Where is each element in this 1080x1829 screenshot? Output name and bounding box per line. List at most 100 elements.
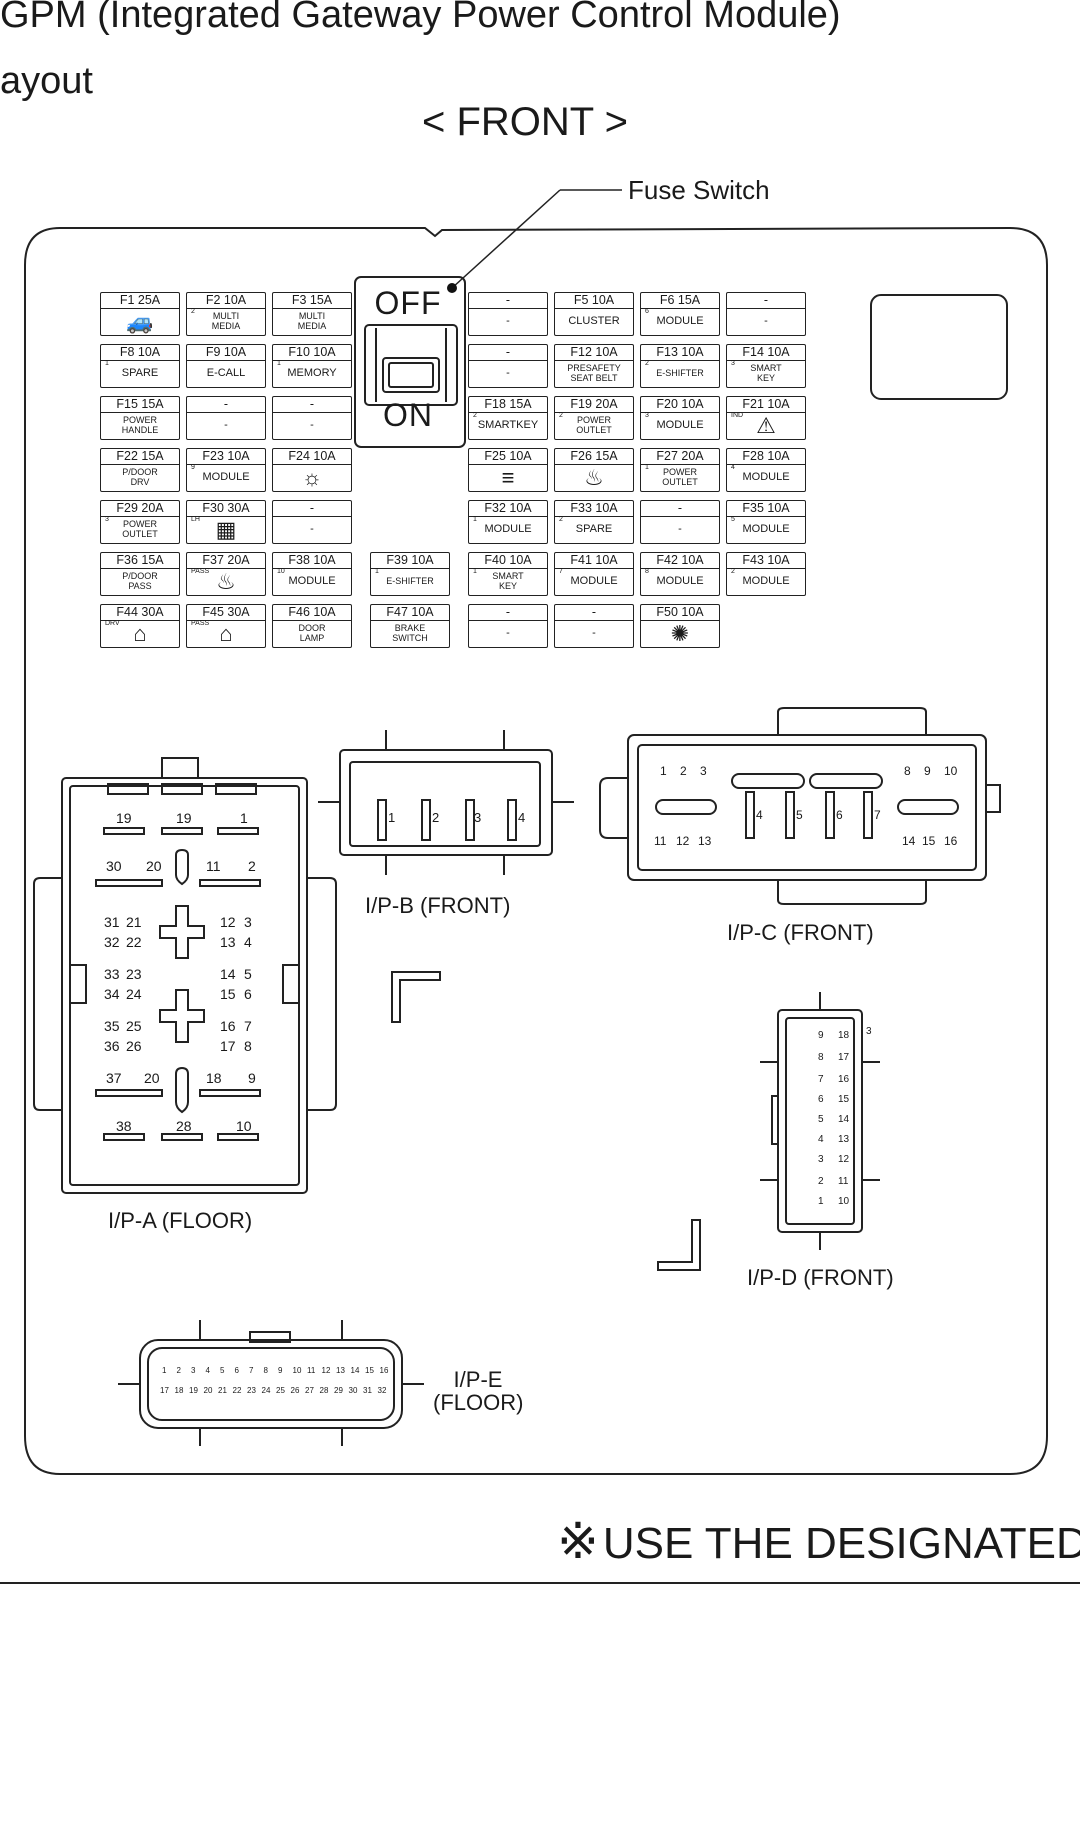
pin-label: 4 (756, 808, 763, 822)
fuse-16: -- (186, 396, 266, 440)
fuse-sup: 2 (473, 412, 477, 419)
fuse-rating: F12 10A (555, 345, 633, 361)
fuse-rating: F27 20A (641, 449, 719, 465)
fuse-rating: F19 20A (555, 397, 633, 413)
connector-ipd (760, 992, 880, 1250)
fuse-sup: 3 (645, 412, 649, 419)
fuse-rating: F15 15A (101, 397, 179, 413)
pin-label: 3 (866, 1026, 872, 1037)
fuse-49: -- (554, 604, 634, 648)
pin-label: 10 (838, 1196, 850, 1207)
fuse-rating: F18 15A (469, 397, 547, 413)
fuse-sup: 1 (277, 360, 281, 367)
pin-label: 11 (206, 858, 221, 874)
fuse-rating: F36 15A (101, 553, 179, 569)
pin-label: 2 (176, 1366, 181, 1375)
pin-label: 19 (116, 810, 132, 826)
pin-label: 11 (838, 1176, 849, 1187)
pin-label: 10 (236, 1118, 252, 1134)
fuse-44: F44 30A⌂DRV (100, 604, 180, 648)
fuse-rating: F42 10A (641, 553, 719, 569)
fuse-sup: 3 (105, 516, 109, 523)
fuse-4: -- (468, 292, 548, 336)
car-icon: 🚙 (126, 308, 154, 334)
pin-label: 12 (676, 834, 690, 848)
pin-label: 13 (220, 934, 236, 950)
pin-label: 23 (126, 966, 142, 982)
pin-label: 14 (220, 966, 236, 982)
fuse-sup: 3 (731, 360, 735, 367)
pin-label: 3 (191, 1366, 196, 1375)
pin-label: 4 (518, 810, 526, 825)
pin-label: 4 (205, 1366, 210, 1375)
footer-note: ※USE THE DESIGNATED (557, 1512, 1080, 1570)
pin-label: 3 (818, 1154, 824, 1165)
pin-label: 3 (700, 764, 707, 778)
fuse-rating: F44 30A (101, 605, 179, 621)
fuse-sup: 9 (191, 464, 195, 471)
pin-label: 12 (220, 914, 236, 930)
fuse-sup: PASS (191, 620, 210, 627)
fuse-label: POWER OUTLET (662, 467, 698, 487)
fuse-label: SPARE (575, 523, 613, 535)
pin-label: 35 (104, 1018, 120, 1034)
fuse-rating: F24 10A (273, 449, 351, 465)
panel-outline (24, 226, 1048, 1475)
pin-label: 30 (348, 1386, 358, 1395)
fuse-31: -- (272, 500, 352, 544)
fuse-rating: F6 15A (641, 293, 719, 309)
pin-label: 20 (146, 858, 162, 874)
fuse-25: F25 10A≡ (468, 448, 548, 492)
pin-label: 33 (104, 966, 120, 982)
pin-label: 9 (818, 1030, 824, 1041)
pin-label: 5 (244, 966, 252, 982)
pin-label: 30 (106, 858, 122, 874)
fuse-sup: IND (731, 412, 744, 419)
connector-ipa (33, 757, 337, 1194)
fuse-sup: 1 (645, 464, 649, 471)
fuse-label: E-CALL (206, 367, 246, 379)
fuse-rating: - (555, 605, 633, 621)
fuse-rating: F1 25A (101, 293, 179, 309)
pin-label: 2 (680, 764, 687, 778)
fuse-label: - (224, 419, 228, 431)
note-symbol-icon: ※ (557, 1513, 599, 1569)
fuse-rating: F38 10A (273, 553, 351, 569)
fuse-rating: - (187, 397, 265, 413)
pin-label: 16 (838, 1074, 850, 1085)
pin-label: 15 (838, 1094, 850, 1105)
fuse-label: PRESAFETY SEAT BELT (567, 363, 621, 383)
connector-ipd-label: I/P-D (FRONT) (747, 1265, 894, 1290)
pin-label: 14 (902, 834, 916, 848)
pin-label: 6 (234, 1366, 239, 1375)
fuse-sup: 2 (559, 412, 563, 419)
fuse-label: CLUSTER (568, 315, 620, 327)
fuse-rating: F21 10A (727, 397, 805, 413)
connector-ipb-label: I/P-B (FRONT) (365, 893, 511, 918)
front-direction-label: < FRONT > (422, 100, 628, 144)
fuse-label: MODULE (656, 575, 704, 587)
fuse-switch-on-text: ON (383, 397, 433, 433)
pin-label: 38 (116, 1118, 132, 1134)
fuse-sup: 7 (559, 568, 563, 575)
pin-label: 16 (379, 1366, 389, 1375)
pin-label: 1 (240, 810, 248, 826)
fuse-label: P/DOOR PASS (122, 571, 158, 591)
fuse-label: POWER OUTLET (576, 415, 612, 435)
connector-ipc (599, 707, 1001, 905)
connector-ipc-label: I/P-C (FRONT) (727, 920, 874, 945)
connector-ipe-label-line2: (FLOOR) (433, 1390, 524, 1415)
pin-label: 16 (944, 834, 958, 848)
pin-label: 8 (263, 1366, 268, 1375)
fuse-label: SMART KEY (750, 363, 782, 383)
fuse-rating: F8 10A (101, 345, 179, 361)
fuse-rating: F28 10A (727, 449, 805, 465)
pin-label: 21 (218, 1386, 227, 1395)
pin-label: 31 (104, 914, 120, 930)
fuse-rating: F9 10A (187, 345, 265, 361)
